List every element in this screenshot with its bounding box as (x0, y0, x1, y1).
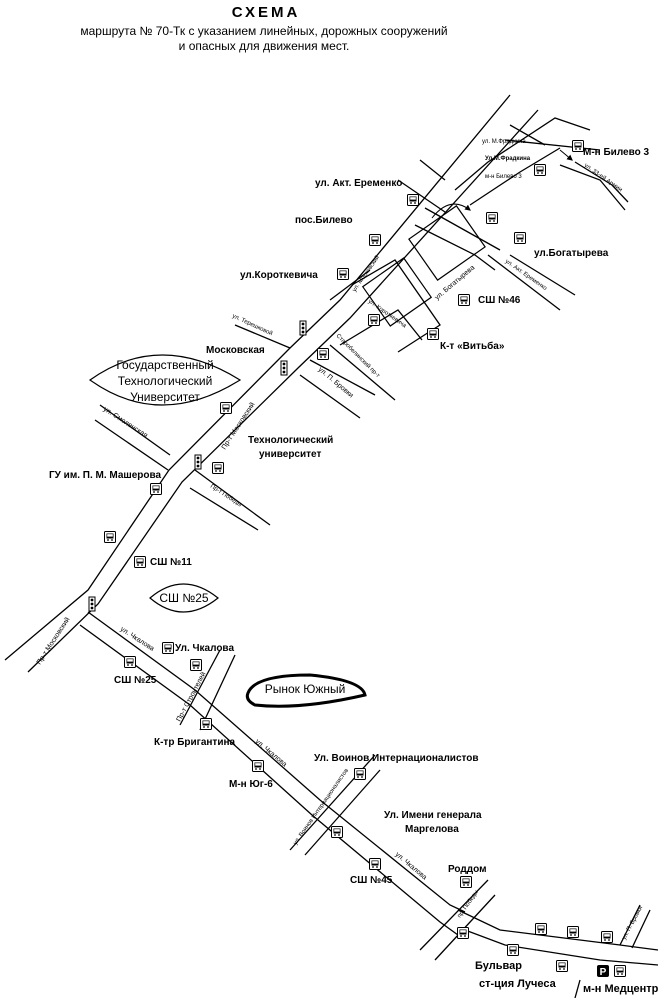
traffic-light-icon (88, 596, 96, 612)
road-p-brovki (234, 324, 396, 419)
svg-text:Технологический: Технологический (118, 374, 213, 388)
stop-masherov: ГУ им. П. М. Машерова (49, 470, 162, 481)
bus-stop-icon (534, 164, 546, 176)
bus-stop-icon (514, 232, 526, 244)
road-pr-moskovsky (4, 94, 539, 673)
street-pr-moskovsky-bottom: Пр-т Московский (35, 616, 72, 666)
bus-stop-icon (162, 642, 174, 654)
stop-sch11: СШ №11 (150, 557, 192, 568)
street-moskovskiy-small: ул. Московский (351, 254, 381, 293)
svg-text:P: P (600, 967, 607, 978)
landmark-sch25: СШ №25 (149, 583, 219, 613)
stop-moskovskaya: Московская (206, 345, 265, 356)
street-armii: ул. 33-ей Армии (583, 162, 624, 193)
street-p-brovki: ул. П. Бровки (317, 366, 355, 399)
bus-stop-icon (407, 194, 419, 206)
stop-brigantina: К-тр Бригантина (154, 737, 236, 748)
bus-stop-icon (369, 858, 381, 870)
map-title: СХЕМА (232, 4, 301, 21)
map-subtitle-line1: маршрута № 70-Тк с указанием линейных, д… (80, 24, 447, 38)
stop-chkalova: Ул. Чкалова (175, 643, 234, 654)
street-p-brovki-2: ул. П. Бровки (621, 905, 644, 941)
road-upper-grid (329, 117, 629, 353)
stop-margelova-1: Ул. Имени генерала (384, 810, 482, 821)
bus-stop-icon (220, 402, 232, 414)
svg-text:СШ №25: СШ №25 (159, 591, 209, 605)
svg-text:Университет: Университет (130, 390, 200, 404)
bus-stop-icon (252, 760, 264, 772)
stop-tech-univ-2: университет (259, 449, 321, 460)
stop-sch25: СШ №25 (114, 675, 157, 686)
svg-text:Государственный: Государственный (116, 358, 213, 372)
road-pr-pobedy-bottom (419, 879, 496, 961)
bus-stop-icon (457, 927, 469, 939)
stop-roddom: Роддом (448, 864, 486, 875)
bus-stop-icon (369, 234, 381, 246)
stop-pos-bilevo: пос.Билево (295, 215, 353, 226)
svg-text:Рынок Южный: Рынок Южный (265, 682, 346, 696)
bus-stop-icon (486, 212, 498, 224)
stop-luchesa: ст-ция Лучеса (479, 978, 557, 990)
bus-stop-icon (331, 826, 343, 838)
bus-stop-icon (354, 768, 366, 780)
bus-stop-icon (572, 140, 584, 152)
road-pr-pobedy (189, 469, 271, 531)
traffic-light-icon (194, 454, 202, 470)
bus-stop-icon (567, 926, 579, 938)
stop-tech-univ-1: Технологический (248, 435, 333, 446)
bus-stop-icon (507, 944, 519, 956)
stop-sch45: СШ №45 (350, 875, 393, 886)
traffic-light-icon (299, 320, 307, 336)
bus-stop-icon (317, 348, 329, 360)
bus-stop-icon (190, 659, 202, 671)
street-fradkina-2: Ул.М.Фрадкина (485, 156, 531, 162)
street-smolenskaya: ул. Смоленская (102, 406, 149, 440)
street-bilevo3-small: м-н Билево 3 (485, 174, 522, 180)
street-stapoblinskiy: Старобелинский пр-т (335, 332, 382, 379)
map-subtitle-line2: и опасных для движения мест. (179, 39, 350, 53)
bus-stop-icon (535, 923, 547, 935)
road-bulvar (457, 904, 659, 998)
bus-stop-icon (134, 556, 146, 568)
parking-icon: P (597, 965, 609, 978)
stop-yug6: М-н Юг-6 (229, 779, 273, 790)
stop-akt-eremenko: ул. Акт. Еременко (315, 178, 402, 189)
stop-korotkevicha: ул.Короткевича (240, 270, 318, 281)
street-fradkina-1: ул. М.Фрадкина (482, 139, 526, 145)
street-pr-pobedy: Пр-т Победы (209, 484, 243, 509)
bus-stop-icon (614, 965, 626, 977)
stop-voinov: Ул. Воинов Интернационалистов (314, 753, 479, 764)
bus-stop-icon (104, 531, 116, 543)
stop-margelova-2: Маргелова (405, 824, 459, 835)
road-smolenskaya (94, 404, 171, 471)
bus-stop-icon (124, 656, 136, 668)
street-chkalova-3: ул. Чкалова (394, 851, 428, 881)
stop-sch46: СШ №46 (478, 295, 521, 306)
landmark-rynok-yuzhny: Рынок Южный (245, 673, 367, 708)
traffic-light-icon (280, 360, 288, 376)
bus-stop-icon (212, 462, 224, 474)
road-voinov (289, 754, 381, 856)
stop-bogatyreva: ул.Богатырева (534, 248, 609, 259)
stop-bulvar: Бульвар (475, 960, 522, 972)
bus-stop-icon (368, 314, 380, 326)
street-akt-eremenko-small: ул. Акт. Еременко (504, 259, 548, 293)
street-tereshkovoi: ул. Терешковой (231, 312, 274, 337)
stop-medcentr: м-н Медцентр (583, 983, 659, 995)
road-chkalova (79, 611, 466, 936)
bus-stop-icon (427, 328, 439, 340)
bus-stop-icon (150, 483, 162, 495)
bus-stop-icon (556, 960, 568, 972)
bus-stop-icon (601, 931, 613, 943)
stop-vitba: К-т «Витьба» (440, 340, 505, 352)
bus-stop-icon (460, 876, 472, 888)
bus-stop-icon (337, 268, 349, 280)
landmark-gtu: Государственный Технологический Универси… (88, 354, 242, 406)
bus-stop-icon (200, 718, 212, 730)
stop-bilevo3: М-н Билево 3 (583, 147, 649, 158)
bus-stop-icon (458, 294, 470, 306)
road-stroiteley (179, 649, 236, 731)
